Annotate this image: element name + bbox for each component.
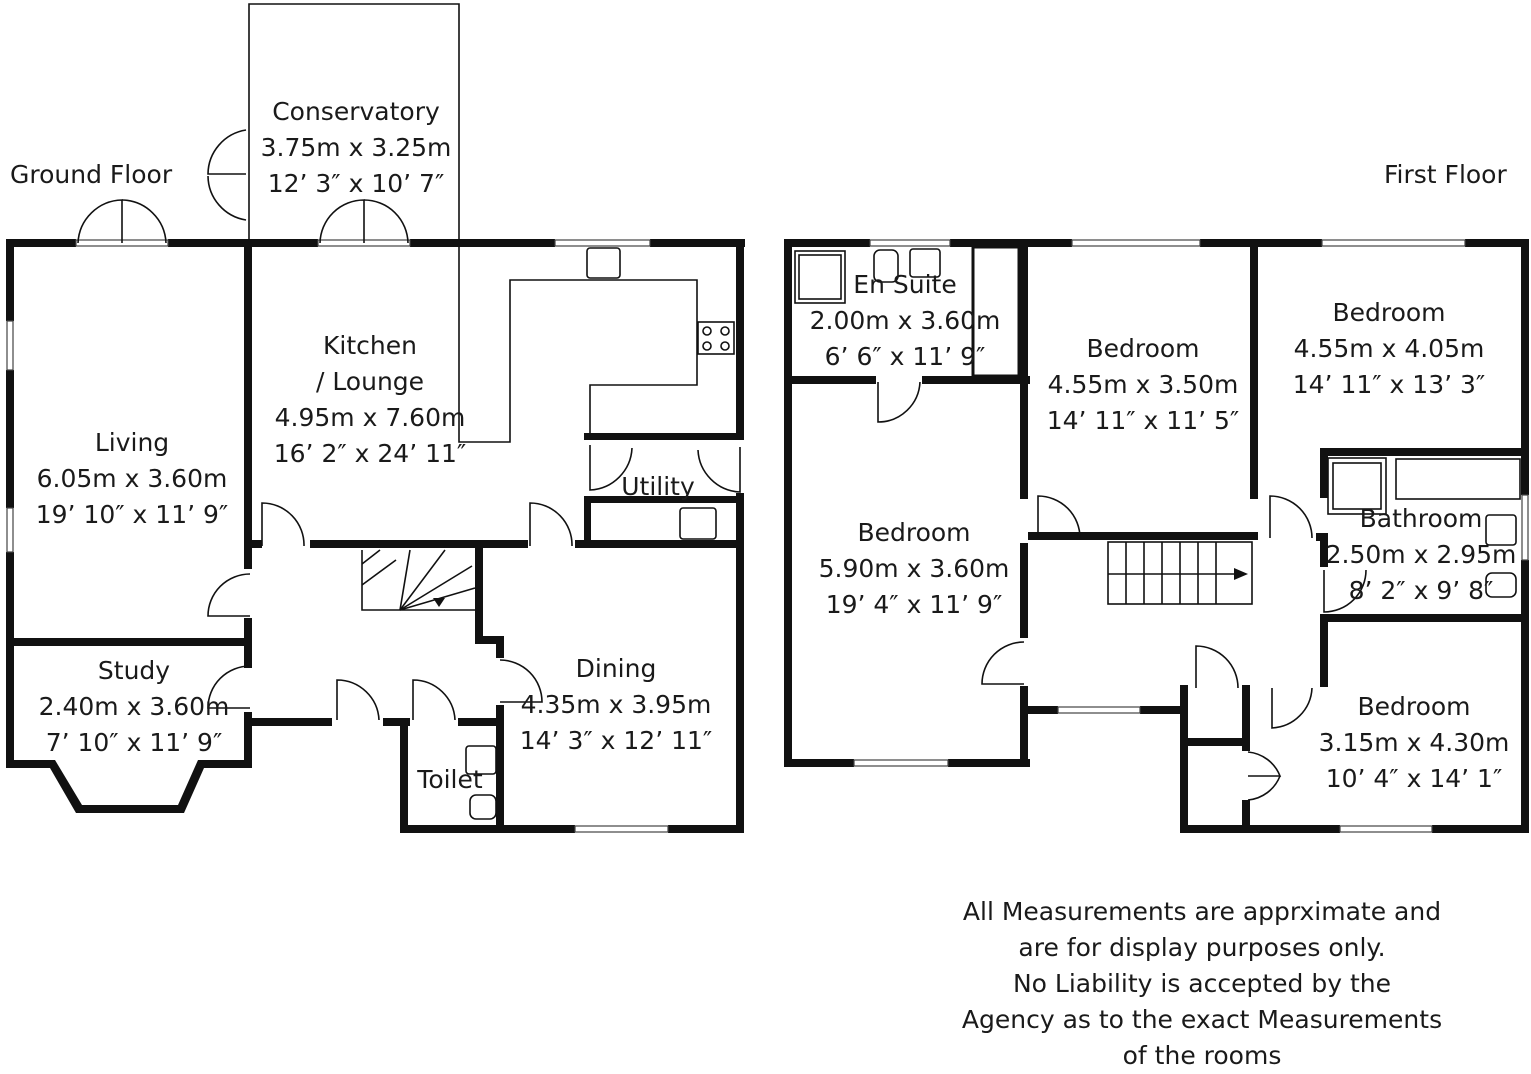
room-name: En Suite — [853, 270, 957, 299]
room-label-bathroom: Bathroom 2.50m x 2.95m 8’ 2″ x 9’ 8″ — [1326, 501, 1517, 609]
room-name: Kitchen — [323, 331, 417, 360]
toilet-basin-icon — [465, 745, 497, 775]
first-floor-stairs — [1107, 541, 1253, 605]
room-name: Dining — [575, 654, 657, 683]
hob-icon — [697, 321, 735, 355]
room-imperial: 16’ 2″ x 24’ 11″ — [273, 439, 467, 468]
room-name: Living — [94, 428, 170, 457]
room-metric: 3.15m x 4.30m — [1318, 728, 1510, 757]
room-name: Conservatory — [272, 97, 440, 126]
room-label-en-suite: En Suite 2.00m x 3.60m 6’ 6″ x 11’ 9″ — [810, 267, 1001, 375]
disclaimer-text: All Measurements are apprximate and are … — [942, 894, 1462, 1074]
ground-floor-plan — [6, 3, 745, 833]
disclaimer-line: of the rooms — [1122, 1041, 1282, 1070]
room-metric: 4.55m x 4.05m — [1293, 334, 1485, 363]
room-metric: 4.35m x 3.95m — [520, 690, 712, 719]
room-metric: 6.05m x 3.60m — [36, 464, 228, 493]
room-label-bedroom-large: Bedroom 5.90m x 3.60m 19’ 4″ x 11’ 9″ — [819, 515, 1010, 623]
room-label-toilet: Toilet — [417, 762, 482, 798]
room-imperial: 8’ 2″ x 9’ 8″ — [1348, 576, 1494, 605]
ground-stairs — [361, 549, 476, 611]
room-name: Bedroom — [1086, 334, 1200, 363]
room-metric: 3.75m x 3.25m — [260, 133, 452, 162]
disclaimer-line: No Liability is accepted by the — [1012, 969, 1391, 998]
room-metric: 5.90m x 3.60m — [818, 554, 1010, 583]
room-label-bedroom-middle: Bedroom 4.55m x 3.50m 14’ 11″ x 11’ 5″ — [1047, 331, 1240, 439]
room-imperial: 7’ 10″ x 11’ 9″ — [45, 728, 223, 757]
bathroom-toilet-icon — [1485, 572, 1517, 598]
room-label-dining: Dining 4.35m x 3.95m 14’ 3″ x 12’ 11″ — [520, 651, 713, 759]
disclaimer-line: are for display purposes only. — [1018, 933, 1386, 962]
room-name: Utility — [621, 472, 695, 501]
room-name: Bedroom — [1357, 692, 1471, 721]
room-metric: 2.40m x 3.60m — [38, 692, 230, 721]
bath-icon — [1395, 458, 1521, 500]
room-imperial: 14’ 11″ x 13’ 3″ — [1292, 370, 1486, 399]
ensuite-shower-icon — [794, 250, 846, 304]
room-name: Bathroom — [1359, 504, 1483, 533]
disclaimer-line: Agency as to the exact Measurements — [961, 1005, 1443, 1034]
room-name: Study — [97, 656, 171, 685]
room-imperial: 12’ 3″ x 10’ 7″ — [267, 169, 445, 198]
room-imperial: 19’ 10″ x 11’ 9″ — [35, 500, 229, 529]
conservatory-outline — [248, 3, 740, 443]
room-label-kitchen-lounge: Kitchen / Lounge 4.95m x 7.60m 16’ 2″ x … — [274, 328, 467, 472]
disclaimer-line: All Measurements are apprximate and — [962, 897, 1442, 926]
room-name: Bedroom — [857, 518, 971, 547]
room-imperial: 6’ 6″ x 11’ 9″ — [824, 342, 986, 371]
room-imperial: 10’ 4″ x 14’ 1″ — [1325, 764, 1503, 793]
room-label-utility: Utility — [621, 469, 695, 505]
first-floor-title: First Floor — [1384, 160, 1507, 189]
study-bay-window — [6, 760, 252, 813]
room-imperial: 19’ 4″ x 11’ 9″ — [825, 590, 1003, 619]
room-label-bedroom-right: Bedroom 4.55m x 4.05m 14’ 11″ x 13’ 3″ — [1293, 295, 1486, 403]
bathroom-basin-icon — [1485, 514, 1517, 546]
toilet-icon — [469, 794, 497, 820]
room-metric: 2.00m x 3.60m — [809, 306, 1001, 335]
room-metric: 4.55m x 3.50m — [1047, 370, 1239, 399]
ensuite-basin-icon — [909, 248, 941, 278]
room-name-line2: / Lounge — [315, 367, 425, 396]
room-metric: 4.95m x 7.60m — [274, 403, 466, 432]
room-label-conservatory: Conservatory 3.75m x 3.25m 12’ 3″ x 10’ … — [261, 94, 452, 202]
ensuite-toilet-icon — [873, 249, 899, 283]
ground-floor-title: Ground Floor — [10, 160, 173, 189]
bathroom-shower-icon — [1327, 457, 1387, 515]
room-imperial: 14’ 11″ x 11’ 5″ — [1046, 406, 1240, 435]
room-name: Toilet — [417, 765, 483, 794]
room-label-study: Study 2.40m x 3.60m 7’ 10″ x 11’ 9″ — [39, 653, 230, 761]
room-imperial: 14’ 3″ x 12’ 11″ — [519, 726, 713, 755]
room-metric: 2.50m x 2.95m — [1325, 540, 1517, 569]
kitchen-sink-icon — [586, 247, 621, 279]
room-label-bedroom-small: Bedroom 3.15m x 4.30m 10’ 4″ x 14’ 1″ — [1319, 689, 1510, 797]
room-name: Bedroom — [1332, 298, 1446, 327]
first-floor-plan — [784, 239, 1529, 833]
room-label-living: Living 6.05m x 3.60m 19’ 10″ x 11’ 9″ — [36, 425, 229, 533]
utility-sink-icon — [679, 507, 717, 540]
